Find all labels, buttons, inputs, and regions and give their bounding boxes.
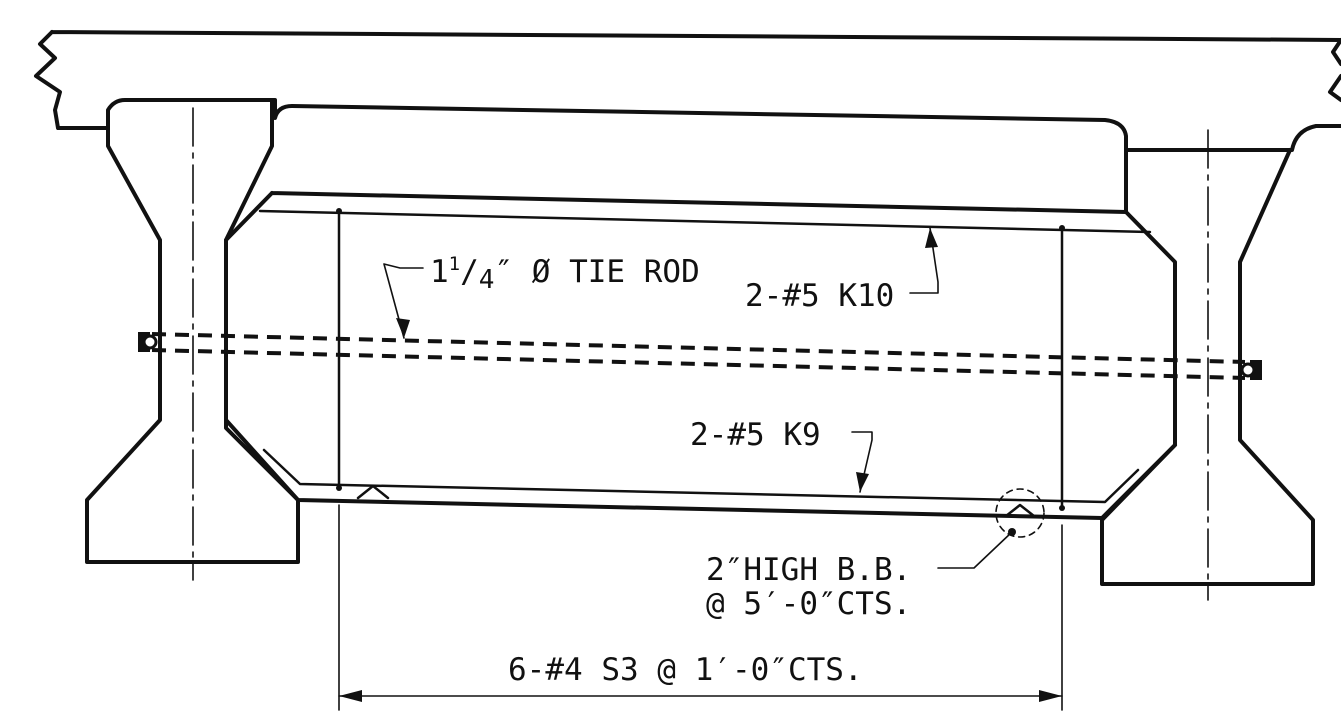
tie-rod-lower [151, 348, 1246, 380]
tie-rod-label-sub: 4 [479, 265, 495, 295]
bolster-label-line2: @ 5′-0″CTS. [706, 586, 911, 622]
tie-rod-leader-arrow [396, 318, 410, 338]
k9-label: 2-#5 K9 [690, 417, 821, 453]
s3-stirrup-left-top-dot [336, 208, 342, 214]
k9-leader [851, 431, 873, 493]
bolster-leader [937, 531, 1013, 569]
deck-slab [34, 30, 1341, 152]
bolster-leader-dot [1008, 528, 1016, 536]
left-beam [85, 98, 300, 564]
k9-bar [262, 448, 1140, 504]
tie-rod-upper [151, 332, 1246, 364]
diaphragm-outline [224, 191, 1177, 520]
bolster-right [1004, 503, 1036, 518]
tie-rod-label: 11/4″ Ø TIE ROD [430, 253, 700, 295]
tie-rod-leader [383, 263, 424, 339]
tie-rod-label-whole: 1 [430, 254, 449, 290]
k10-label: 2-#5 K10 [745, 278, 894, 314]
right-beam [1100, 148, 1315, 586]
k10-bar [258, 209, 1152, 234]
s3-stirrup-right-top-dot [1059, 225, 1065, 231]
tie-rod-label-slash: / [460, 254, 479, 290]
k10-leader [909, 227, 939, 294]
s3-stirrup-right-bottom-dot [1059, 505, 1065, 511]
tie-rod-label-sup: 1 [449, 253, 460, 275]
s3-label: 6-#4 S3 @ 1′-0″CTS. [508, 652, 863, 688]
s3-stirrup-left-bottom-dot [336, 485, 342, 491]
tie-rod-label-rest: ″ Ø TIE ROD [494, 254, 699, 290]
tie-rod-nut-right [1240, 360, 1262, 380]
bolster-left [356, 484, 390, 500]
bolster-detail-circle [995, 488, 1045, 538]
s3-dimension-arrow-left [339, 690, 362, 702]
k10-leader-arrow [925, 228, 938, 248]
k9-leader-arrow [856, 472, 869, 492]
bolster-label-line1: 2″HIGH B.B. [706, 552, 911, 588]
tie-rod-nut-left [138, 332, 158, 352]
s3-dimension-arrow-right [1039, 690, 1062, 702]
